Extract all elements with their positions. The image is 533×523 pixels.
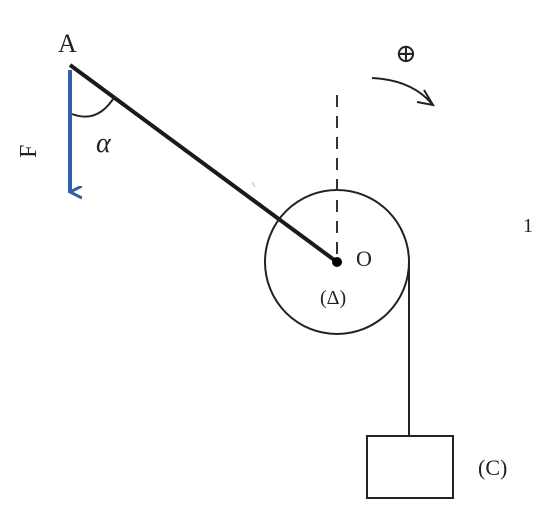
force-label: F — [16, 145, 42, 158]
axis-label: (Δ) — [320, 287, 346, 309]
point-a-label: A — [58, 29, 77, 58]
angle-alpha-label: α — [96, 128, 112, 159]
rod-tick — [251, 181, 256, 188]
mass-block — [366, 435, 454, 499]
center-point — [332, 257, 342, 267]
rotation-arrowhead-icon — [416, 89, 436, 107]
angle-arc — [71, 95, 116, 118]
center-o-label: O — [356, 246, 372, 271]
edge-mark: 1 — [523, 215, 533, 237]
rotation-direction-icon — [371, 77, 433, 105]
rod-line — [68, 63, 339, 264]
positive-sense-label: ⊕ — [395, 39, 417, 68]
mass-label: (C) — [478, 455, 507, 480]
